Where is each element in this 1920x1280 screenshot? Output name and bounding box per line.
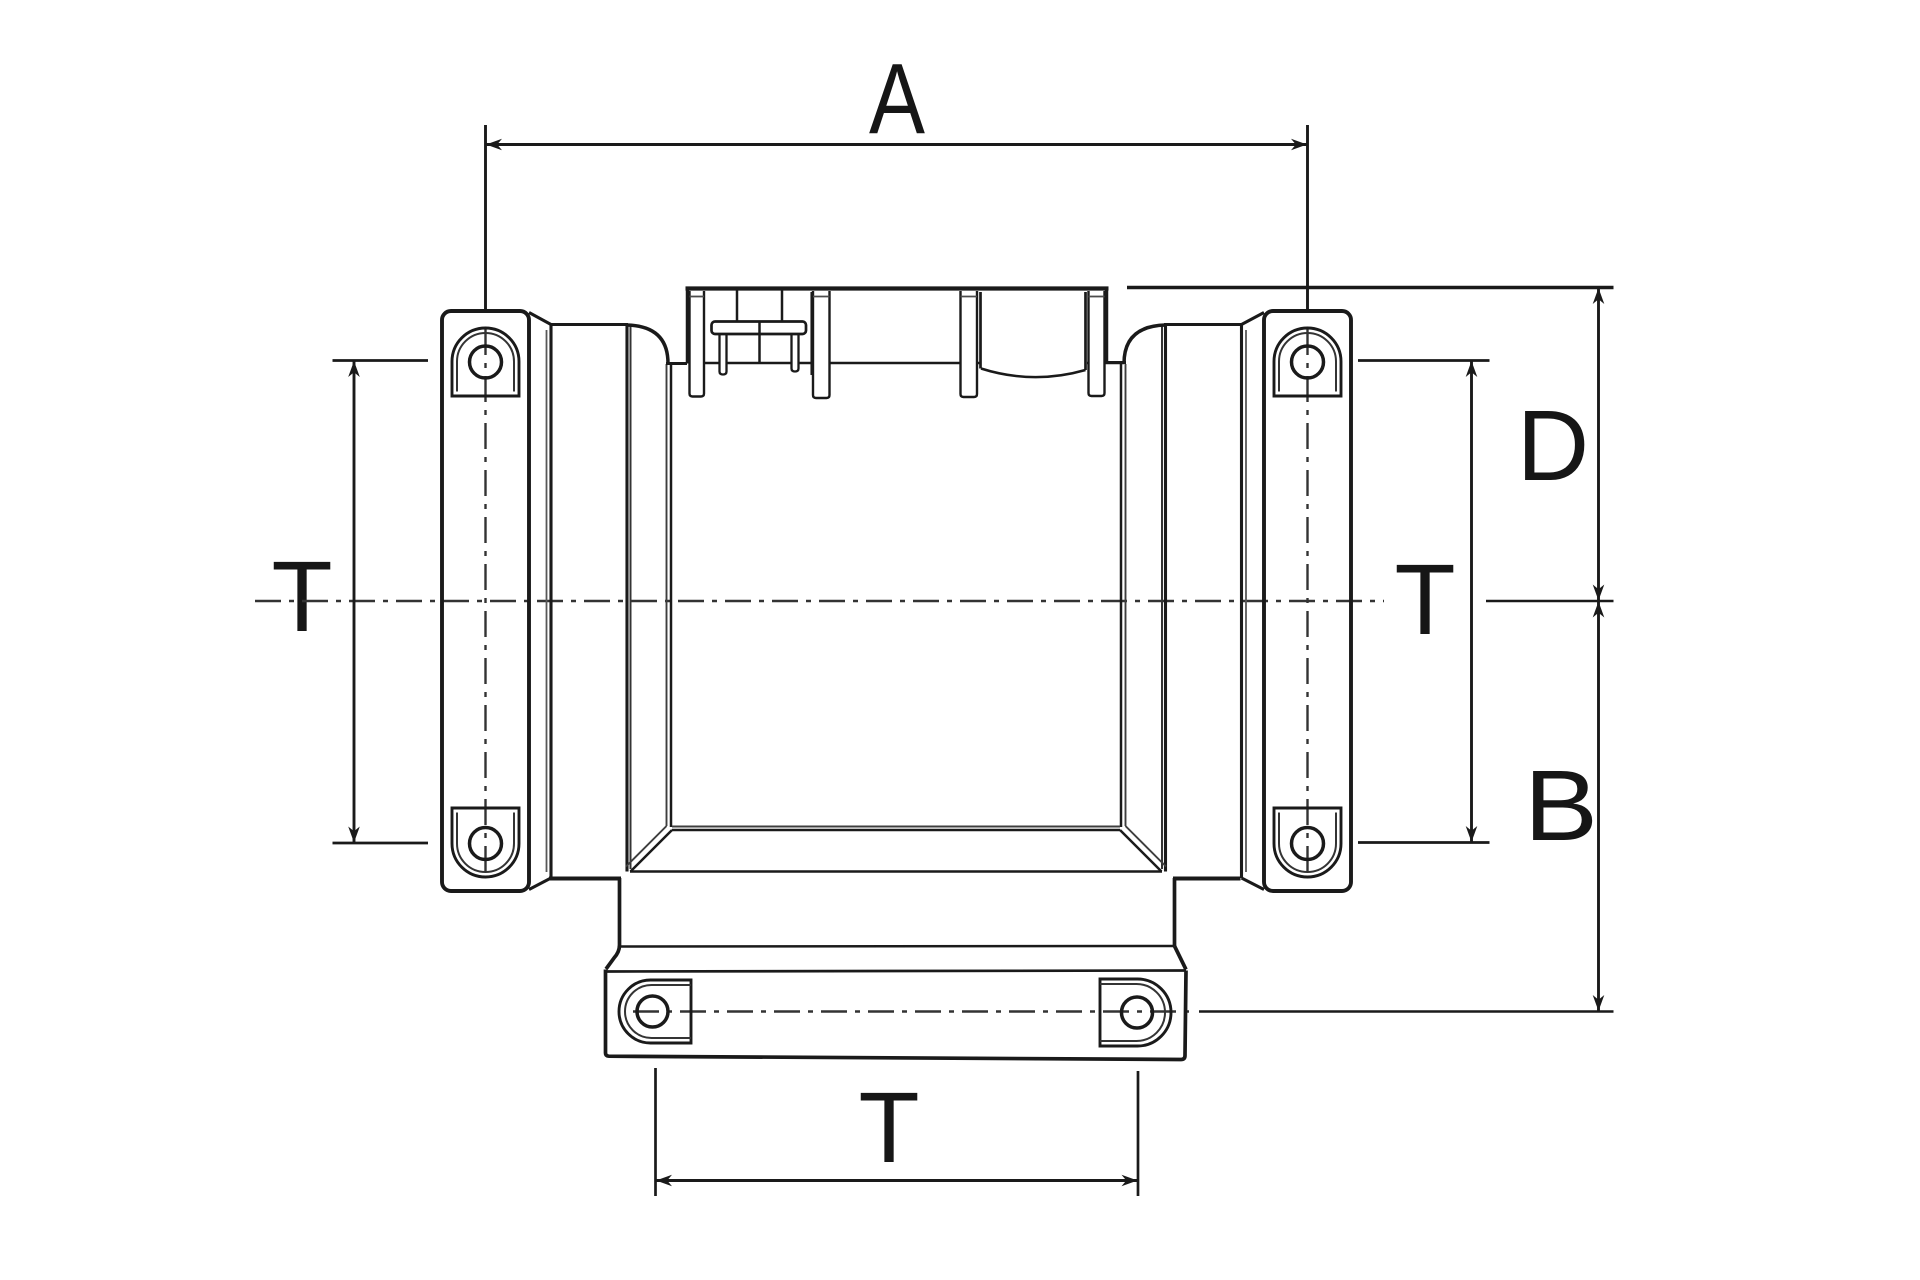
svg-text:T: T — [858, 1072, 919, 1184]
svg-text:D: D — [1517, 390, 1589, 502]
svg-text:T: T — [1394, 544, 1455, 656]
svg-text:T: T — [271, 541, 332, 653]
svg-text:B: B — [1524, 750, 1598, 862]
svg-text:A: A — [869, 43, 925, 155]
